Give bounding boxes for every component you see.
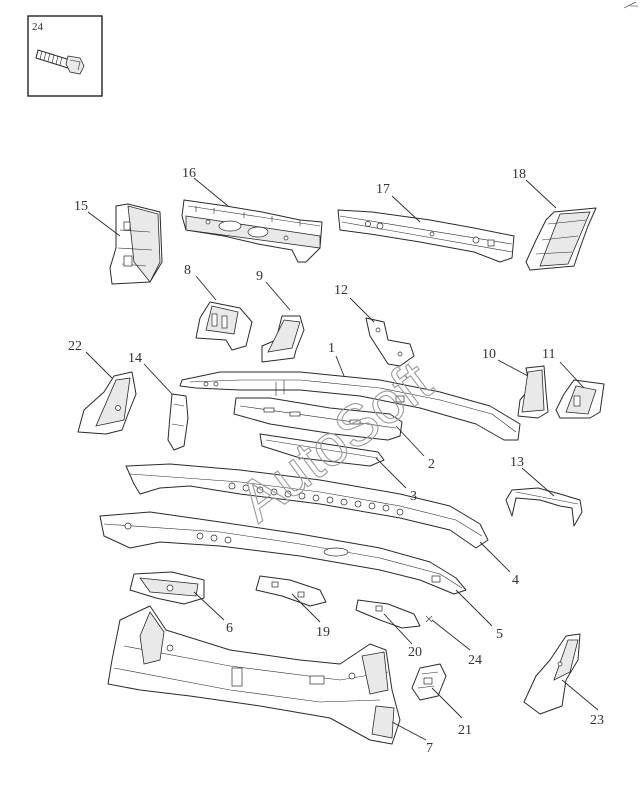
part-22-bracket (77, 371, 137, 435)
leader-13 (521, 467, 555, 497)
part-7-lower-panel (107, 605, 401, 745)
part-4-beam (125, 463, 489, 549)
part-10-bracket (517, 365, 549, 419)
leader-19 (291, 593, 321, 623)
part-19-bracket (255, 575, 327, 607)
callout-17: 17 (376, 182, 390, 197)
part-9-bracket (261, 315, 305, 363)
bolt-icon (35, 49, 85, 75)
callout-6: 6 (226, 621, 233, 636)
part-16-panel (181, 199, 323, 263)
callout-23: 23 (590, 713, 604, 728)
part-17-rail (337, 209, 515, 263)
callout-20: 20 (408, 645, 422, 660)
part-14-bracket (167, 393, 189, 451)
leader-6 (193, 591, 225, 621)
callout-2: 2 (428, 457, 435, 472)
part-15-bracket (109, 203, 163, 285)
part-18-bracket (525, 207, 597, 271)
callout-18: 18 (512, 167, 526, 182)
part-23-bracket (523, 633, 581, 715)
leader-17 (391, 195, 421, 223)
leader-3 (375, 457, 407, 489)
part-8-bracket (195, 301, 253, 351)
callout-24: 24 (468, 653, 482, 668)
leader-15 (87, 211, 121, 237)
leader-18 (525, 179, 557, 209)
callout-12: 12 (334, 283, 348, 298)
part-2-reinforcement (233, 397, 403, 441)
leader-8 (195, 275, 217, 301)
leader-22 (85, 351, 113, 379)
callout-11: 11 (542, 347, 555, 362)
callout-1: 1 (328, 341, 335, 356)
callout-10: 10 (482, 347, 496, 362)
leader-14 (143, 363, 173, 395)
part-13-bracket (505, 487, 583, 527)
part-5-beam (99, 511, 467, 595)
inset-bolt-box: 24 (27, 15, 103, 97)
corner-mark (623, 1, 638, 9)
part-11-bracket (555, 379, 605, 419)
callout-8: 8 (184, 263, 191, 278)
leader-21 (431, 687, 463, 719)
callout-3: 3 (410, 489, 417, 504)
callout-5: 5 (496, 627, 503, 642)
part-4-hole-row (228, 482, 404, 516)
callout-15: 15 (74, 199, 88, 214)
leader-5 (455, 589, 493, 627)
callout-22: 22 (68, 339, 82, 354)
part-20-bracket (355, 599, 433, 629)
leader-9 (265, 281, 291, 311)
leader-lines (85, 177, 599, 741)
part-6-bracket (129, 571, 205, 605)
part-3-strip (259, 433, 385, 467)
leader-24b (431, 619, 471, 651)
leader-20 (383, 613, 413, 645)
leader-16 (193, 177, 229, 207)
callout-9: 9 (256, 269, 263, 284)
callout-labels: 16 17 18 15 8 9 12 1 22 14 10 11 2 3 13 … (68, 166, 604, 756)
part-1-crossmember (179, 371, 521, 441)
callout-19: 19 (316, 625, 330, 640)
leader-23 (561, 679, 599, 711)
leader-2 (395, 425, 425, 457)
callout-14: 14 (128, 351, 142, 366)
leader-7 (391, 721, 427, 741)
callout-16: 16 (182, 166, 196, 181)
inset-label: 24 (32, 21, 44, 33)
leader-11 (559, 361, 585, 389)
leader-1 (335, 355, 345, 377)
leader-10 (497, 359, 529, 377)
callout-21: 21 (458, 723, 472, 738)
part-12-bracket (365, 317, 415, 367)
callout-7: 7 (426, 741, 433, 756)
callout-13: 13 (510, 455, 524, 470)
part-21-clip (411, 663, 447, 701)
callout-4: 4 (512, 573, 519, 588)
leader-12 (349, 297, 375, 323)
leader-4 (479, 541, 511, 573)
